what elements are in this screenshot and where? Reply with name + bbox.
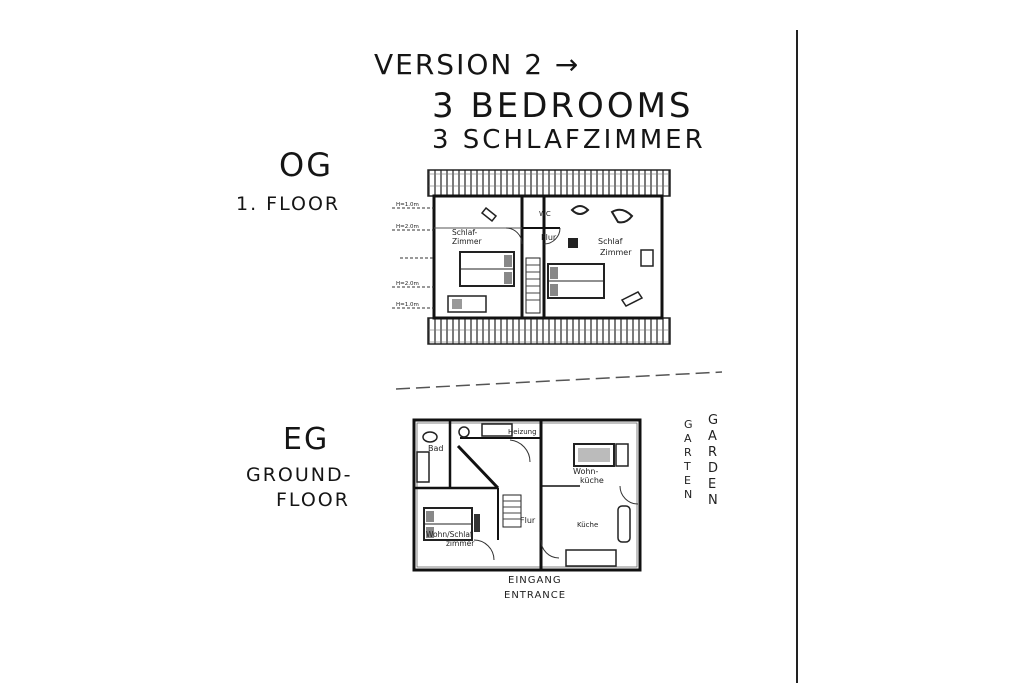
page-edge-line	[796, 30, 798, 683]
bed-ground	[423, 507, 473, 541]
ground-floor-label-line1: GROUND-	[246, 464, 353, 486]
height-mark-4: H=1.0m	[396, 302, 419, 308]
bed-left	[459, 251, 515, 287]
eg-hall-label: Flur	[520, 516, 536, 525]
floor-separator	[395, 371, 723, 390]
lounge-chair-right	[620, 291, 644, 307]
eg-kitchen-label: Küche	[577, 521, 598, 529]
ground-stairs	[502, 494, 522, 528]
upper-floor-plan: H=1.0m H=2.0m H=2.0m H=1.0m Schlaf-Zimme…	[392, 169, 671, 345]
eg-bath-label: Bad	[428, 444, 443, 453]
entrance-german-label: EINGANG	[508, 575, 562, 586]
chair-left	[480, 206, 498, 223]
og-hall-label: Flur	[541, 233, 557, 242]
kitchen-counter	[565, 549, 617, 567]
height-mark-2: H=2.0m	[396, 224, 419, 230]
roof-top	[427, 169, 671, 197]
roof-bottom	[427, 317, 671, 345]
bed-right	[547, 263, 605, 299]
ground-outer-wall	[412, 418, 642, 572]
height-mark-3: H=2.0m	[396, 281, 419, 287]
eg-label: EG	[283, 422, 330, 457]
eg-living-kitchen-label: Wohn-küche	[573, 467, 604, 485]
height-mark-1: H=1.0m	[396, 202, 419, 208]
ground-floor-plan: Bad Heizung Wohn-küche Flur Küche Wohn/S…	[412, 418, 642, 572]
og-label: OG	[279, 146, 333, 184]
upper-outer-wall	[432, 194, 664, 320]
armchairs-right	[570, 205, 634, 224]
washbasin	[422, 431, 438, 443]
sofa-left	[447, 295, 487, 313]
eg-heating-label: Heizung	[508, 428, 537, 436]
bedrooms-english: 3 BEDROOMS	[432, 86, 694, 126]
upper-stairs	[525, 257, 541, 314]
bedrooms-german: 3 SCHLAFZIMMER	[432, 125, 706, 155]
ground-floor-label-line2: FLOOR	[276, 489, 350, 511]
og-bedroom-left-label: Schlaf-Zimmer	[452, 228, 482, 246]
bathtub	[416, 451, 430, 483]
first-floor-label: 1. FLOOR	[236, 193, 341, 215]
dining-table	[573, 443, 615, 467]
entrance-english-label: ENTRANCE	[504, 590, 566, 601]
og-wc-label: WC	[539, 210, 551, 218]
version-label: VERSION 2 →	[374, 48, 581, 81]
